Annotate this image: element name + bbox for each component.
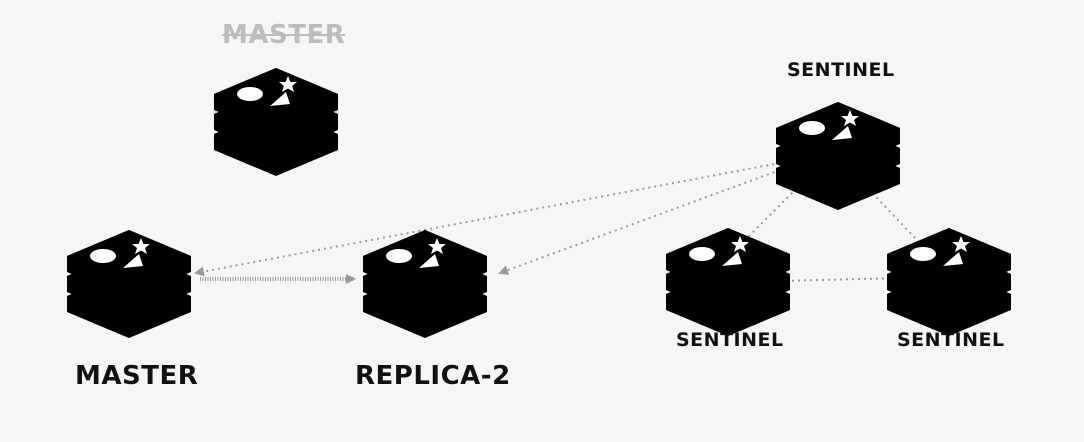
master-label: MASTER [75,361,199,391]
failed-master-label: MASTER [222,20,346,50]
sentinel-right-label: SENTINEL [897,329,1005,351]
sentinel-left-right-link [779,277,901,282]
sentinel-left-redis-icon [666,228,790,336]
master-redis-icon [67,230,191,338]
replica-redis-icon [363,230,487,338]
sentinel-top-redis-icon [776,102,900,210]
replica-label: REPLICA-2 [355,361,511,391]
sentinel-left-label: SENTINEL [676,329,784,351]
sentinel-top-label: SENTINEL [787,59,895,81]
sentinel-right-redis-icon [887,228,1011,336]
sentinel-to-replica-link [498,169,781,275]
sentinel-top-left-link [744,179,806,241]
failed-master-redis-icon [214,68,338,176]
